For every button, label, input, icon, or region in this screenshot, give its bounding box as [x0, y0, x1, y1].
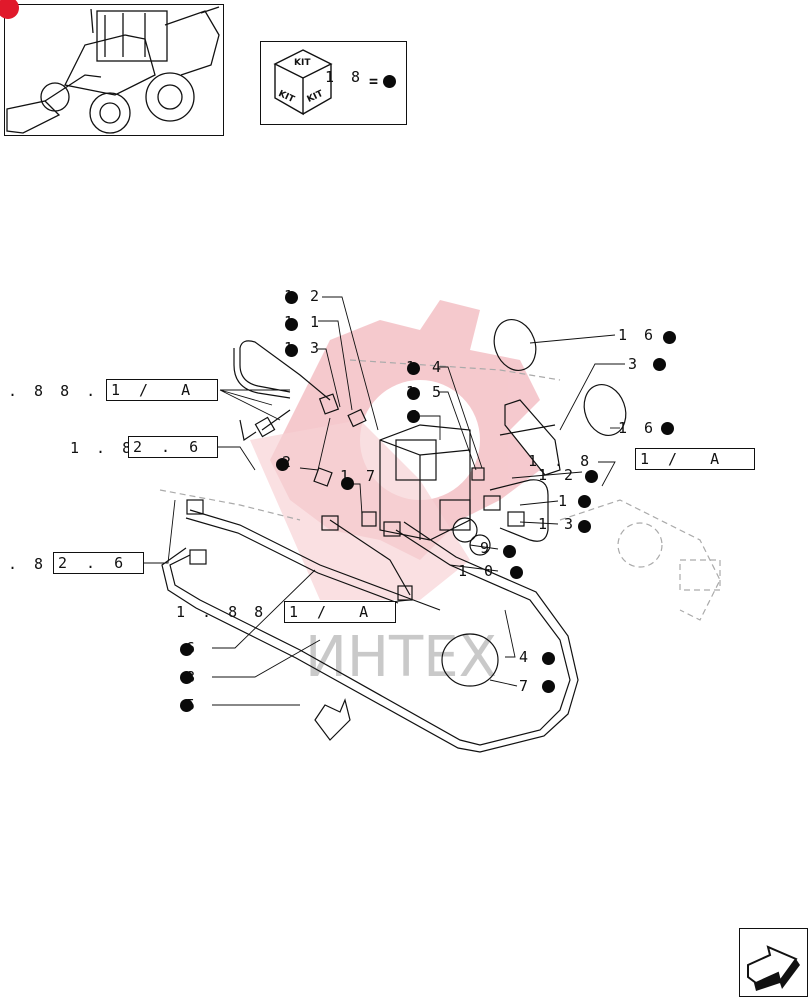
ref-4-prefix: 1 . 8 8	[176, 603, 268, 621]
ref-5-link[interactable]: 1 / A	[635, 448, 755, 470]
kit-cube-icon	[273, 49, 333, 116]
callout-7-dot	[542, 680, 555, 693]
callout-14-dot	[407, 362, 420, 375]
page-indicator-badge	[0, 0, 19, 19]
ref-5-prefix: 1 . 8	[528, 452, 594, 470]
callout-16-upper-dot	[663, 331, 676, 344]
next-page-button[interactable]	[739, 928, 808, 997]
callout-13-right-dot	[578, 520, 591, 533]
callout-16-lower[interactable]: 1 6	[618, 419, 658, 437]
callout-16-upper[interactable]: 1 6	[618, 326, 658, 344]
kit-equals: =	[369, 72, 379, 90]
ref-2-link[interactable]: 2 . 6	[128, 436, 218, 458]
callout-10[interactable]: 1 0	[458, 562, 498, 580]
callout-1-right[interactable]: 1	[558, 492, 572, 510]
callout-9[interactable]: 9	[480, 539, 494, 557]
callout-7[interactable]: 7	[519, 677, 533, 695]
ref-3-link[interactable]: 2 . 6	[53, 552, 144, 574]
callout-9-dot	[503, 545, 516, 558]
callout-10-dot	[510, 566, 523, 579]
machine-thumbnail[interactable]	[0, 0, 224, 136]
backhoe-loader-illustration	[6, 6, 220, 134]
callout-11-dot	[285, 318, 298, 331]
ref-2-prefix: 1 . 8	[70, 439, 136, 457]
ref-3-prefix: . 8	[8, 555, 48, 573]
callout-17[interactable]: 1 7	[340, 467, 380, 485]
callout-8-dot	[180, 671, 193, 684]
callout-13-right[interactable]: 1 3	[538, 515, 578, 533]
callout-17-dot	[341, 477, 354, 490]
callout-13-dot	[285, 344, 298, 357]
callout-2-dot	[276, 458, 289, 471]
callout-3-dot	[653, 358, 666, 371]
kit-legend: KIT KIT KIT 1 8 =	[260, 41, 407, 125]
callout-1-right-dot	[578, 495, 591, 508]
callout-3[interactable]: 3	[628, 355, 642, 373]
kit-quantity: 1 8	[325, 68, 365, 86]
callout-12-dot	[285, 291, 298, 304]
callout-6-dot	[180, 643, 193, 656]
callout-5-dot	[180, 699, 193, 712]
kit-dot	[383, 75, 396, 88]
callout-16-lower-dot	[661, 422, 674, 435]
watermark-text: ИНТЕХ	[305, 625, 497, 690]
callout-12-right-dot	[585, 470, 598, 483]
ref-1-link[interactable]: 1 / A	[106, 379, 218, 401]
kit-top-label: KIT	[294, 58, 311, 68]
ref-4-link[interactable]: 1 / A	[284, 601, 396, 623]
callout-15-dot	[407, 387, 420, 400]
callout-4[interactable]: 4	[519, 648, 533, 666]
arrow-right-icon	[747, 945, 800, 991]
callout-4-dot	[542, 652, 555, 665]
callout-12-right[interactable]: 1 2	[538, 466, 578, 484]
callout-1-upper-dot	[407, 410, 420, 423]
